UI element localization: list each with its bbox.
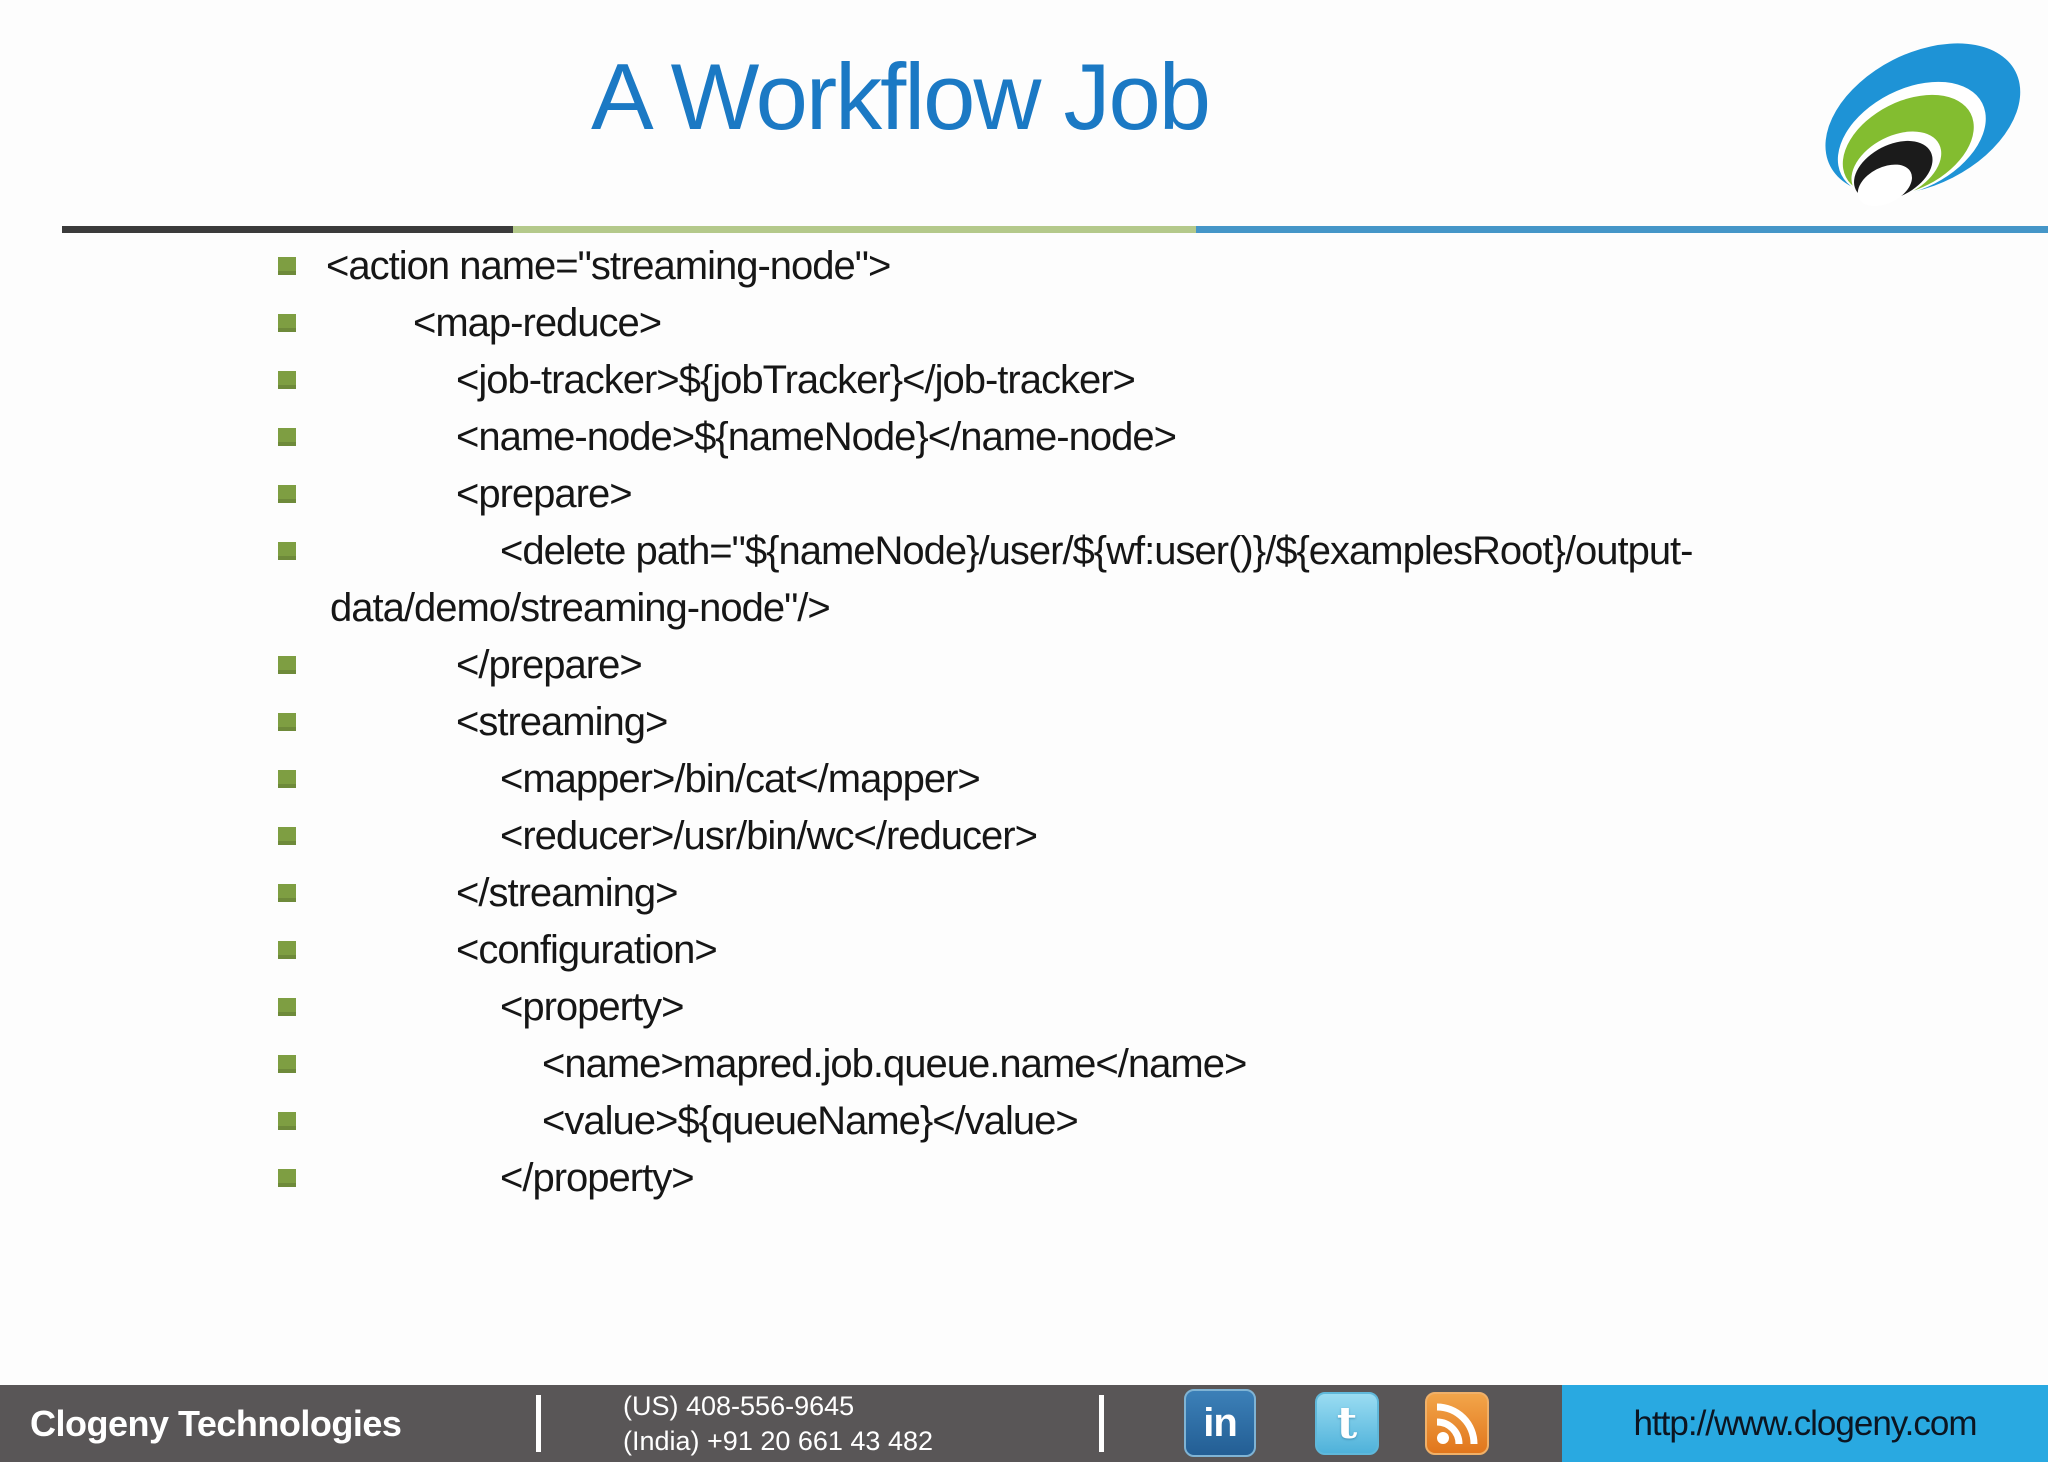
bullet-square-icon — [278, 542, 296, 560]
code-text: <name-node>${nameNode}</name-node> — [456, 415, 1177, 459]
code-text: <action name="streaming-node"> — [326, 244, 891, 288]
website-url-box: http://www.clogeny.com — [1562, 1385, 2048, 1462]
code-line: <reducer>/usr/bin/wc</reducer> — [278, 808, 2018, 865]
phone-numbers: (US) 408-556-9645 (India) +91 20 661 43 … — [623, 1389, 933, 1459]
divider-segment-dark — [62, 226, 513, 233]
code-text: <value>${queueName}</value> — [542, 1099, 1079, 1143]
code-text: <map-reduce> — [413, 301, 662, 345]
code-line: <name>mapred.job.queue.name</name> — [278, 1036, 2018, 1093]
bullet-square-icon — [278, 884, 296, 902]
code-line: <action name="streaming-node"> — [278, 238, 2018, 295]
code-text: <mapper>/bin/cat</mapper> — [500, 757, 981, 801]
code-block: <action name="streaming-node"> <map-redu… — [278, 238, 2018, 1207]
code-text: <property> — [500, 985, 684, 1029]
rss-icon[interactable] — [1425, 1392, 1489, 1455]
clogeny-logo-icon — [1808, 40, 2036, 212]
code-line: </streaming> — [278, 865, 2018, 922]
code-line: <job-tracker>${jobTracker}</job-tracker> — [278, 352, 2018, 409]
bullet-square-icon — [278, 998, 296, 1016]
bullet-square-icon — [278, 827, 296, 845]
bullet-square-icon — [278, 713, 296, 731]
code-line: data/demo/streaming-node"/> — [278, 580, 2018, 637]
code-line: <name-node>${nameNode}</name-node> — [278, 409, 2018, 466]
bullet-square-icon — [278, 656, 296, 674]
code-line: </prepare> — [278, 637, 2018, 694]
bullet-square-icon — [278, 371, 296, 389]
company-name: Clogeny Technologies — [30, 1402, 402, 1444]
code-line: <streaming> — [278, 694, 2018, 751]
divider-segment-blue — [1196, 226, 2048, 233]
code-text: <delete path="${nameNode}/user/${wf:user… — [500, 529, 1693, 573]
bullet-square-icon — [278, 428, 296, 446]
linkedin-icon[interactable]: in — [1184, 1389, 1256, 1457]
website-url[interactable]: http://www.clogeny.com — [1633, 1403, 1977, 1443]
code-line: <mapper>/bin/cat</mapper> — [278, 751, 2018, 808]
code-line: <configuration> — [278, 922, 2018, 979]
code-text: <reducer>/usr/bin/wc</reducer> — [500, 814, 1038, 858]
page-title: A Workflow Job — [590, 44, 1211, 149]
code-text: <configuration> — [456, 928, 718, 972]
bullet-square-icon — [278, 485, 296, 503]
code-line: </property> — [278, 1150, 2018, 1207]
linkedin-glyph: in — [1203, 1400, 1238, 1445]
code-text: <job-tracker>${jobTracker}</job-tracker> — [456, 358, 1136, 402]
bullet-square-icon — [278, 1112, 296, 1130]
code-text: </property> — [500, 1156, 695, 1200]
phone-india: (India) +91 20 661 43 482 — [623, 1426, 933, 1456]
bullet-square-icon — [278, 1169, 296, 1187]
code-line: <map-reduce> — [278, 295, 2018, 352]
footer-bar: Clogeny Technologies (US) 408-556-9645 (… — [0, 1385, 2048, 1462]
bullet-square-icon — [278, 770, 296, 788]
bullet-square-icon — [278, 257, 296, 275]
twitter-icon[interactable]: t — [1315, 1392, 1379, 1455]
divider-segment-green — [513, 226, 1196, 233]
code-line: <property> — [278, 979, 2018, 1036]
bullet-square-icon — [278, 314, 296, 332]
code-text: <streaming> — [456, 700, 668, 744]
title-divider — [62, 226, 2048, 233]
footer-divider-bar — [536, 1395, 541, 1452]
bullet-square-icon — [278, 1055, 296, 1073]
footer-divider-bar — [1099, 1395, 1104, 1452]
phone-us: (US) 408-556-9645 — [623, 1391, 855, 1421]
code-line: <value>${queueName}</value> — [278, 1093, 2018, 1150]
twitter-glyph: t — [1336, 1398, 1358, 1449]
code-text: </streaming> — [456, 871, 678, 915]
code-line: <delete path="${nameNode}/user/${wf:user… — [278, 523, 2018, 580]
code-text: data/demo/streaming-node"/> — [330, 586, 831, 630]
code-text: <name>mapred.job.queue.name</name> — [542, 1042, 1247, 1086]
code-text: <prepare> — [456, 472, 633, 516]
code-line: <prepare> — [278, 466, 2018, 523]
bullet-square-icon — [278, 941, 296, 959]
code-text: </prepare> — [456, 643, 643, 687]
